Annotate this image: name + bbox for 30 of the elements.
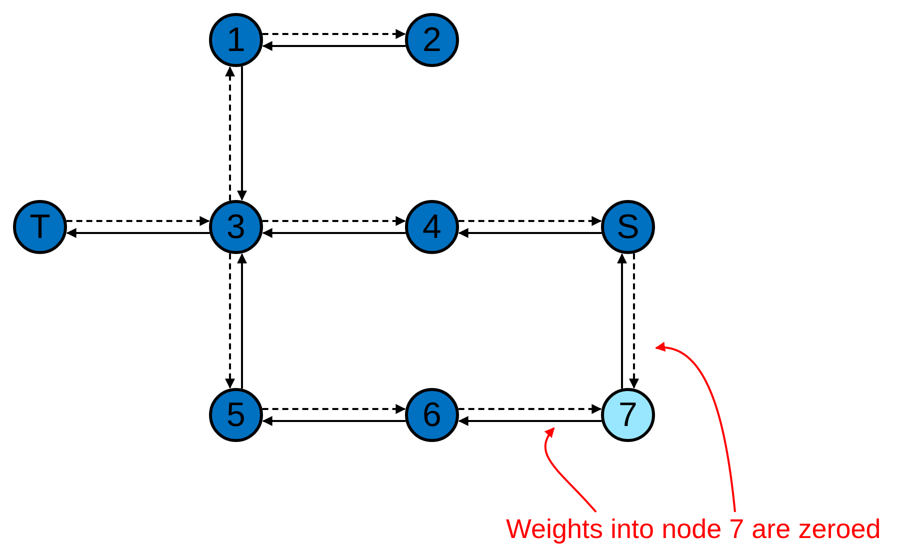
leader-line [655,343,736,512]
node-circle: 1 [209,13,263,67]
arrow [458,228,602,238]
node-circle: 3 [209,200,263,254]
annotation-text: Weights into node 7 are zeroed [506,514,881,545]
arrow [262,41,406,51]
dashed-arrow [225,253,235,389]
node-circle: 7 [601,388,655,442]
dashed-arrow [458,404,602,414]
node-circle: S [601,200,655,254]
dashed-arrow [262,404,406,414]
node-circle: 2 [405,13,459,67]
arrow [237,253,247,389]
arrow [617,253,627,389]
node-circle: 5 [209,388,263,442]
dashed-arrow [262,29,406,39]
arrow [262,416,406,426]
arrow [262,228,406,238]
node-circle: 4 [405,200,459,254]
node-circle: 6 [405,388,459,442]
arrow [237,66,247,201]
dashed-arrow [225,66,235,201]
arrow [458,416,602,426]
dashed-arrow [66,216,210,226]
dashed-arrow [458,216,602,226]
node-circle: T [13,200,67,254]
arrow [66,228,210,238]
dashed-arrow [262,216,406,226]
leader-line [544,427,597,513]
dashed-arrow [629,253,639,389]
